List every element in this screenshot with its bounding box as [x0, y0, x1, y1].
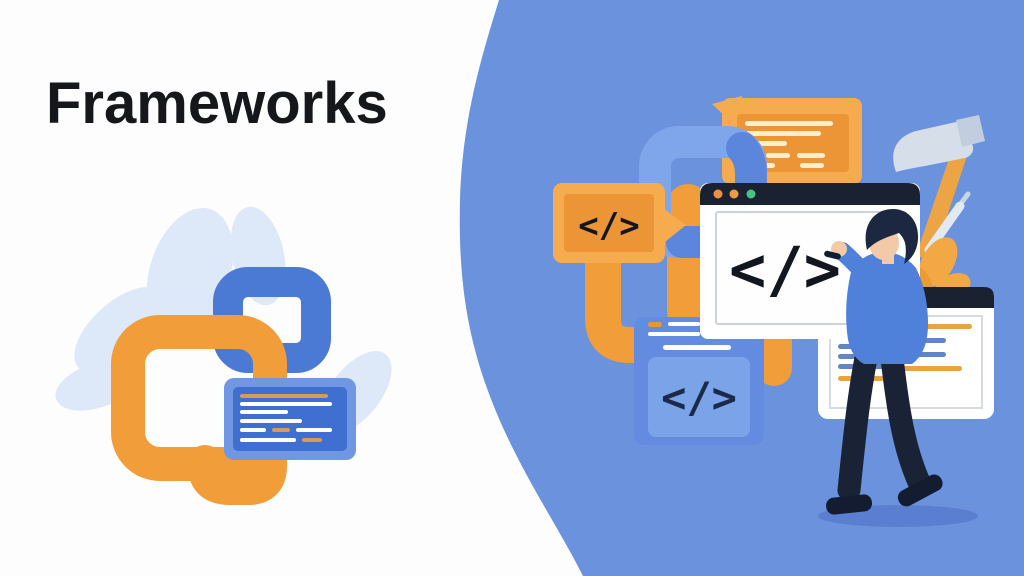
blue-code-card: </>	[634, 317, 764, 445]
window-dot-1-icon	[713, 189, 723, 199]
person-shoes	[826, 474, 943, 515]
person-legs	[837, 346, 931, 502]
code-tag-symbol: </>	[578, 206, 639, 246]
window-dot-3-icon	[746, 189, 756, 199]
main-window-code-symbol: </>	[729, 233, 841, 306]
code-card-symbol: </>	[661, 373, 737, 422]
window-dot-2-icon	[729, 189, 739, 199]
hammer-icon	[893, 115, 985, 262]
page-title: Frameworks	[46, 71, 388, 136]
person-hair	[865, 209, 919, 264]
person-illustration	[818, 209, 978, 527]
left-code-card	[224, 378, 356, 460]
person-torso	[846, 251, 929, 364]
pen-icon	[824, 250, 841, 260]
code-tag: </>	[553, 183, 686, 263]
